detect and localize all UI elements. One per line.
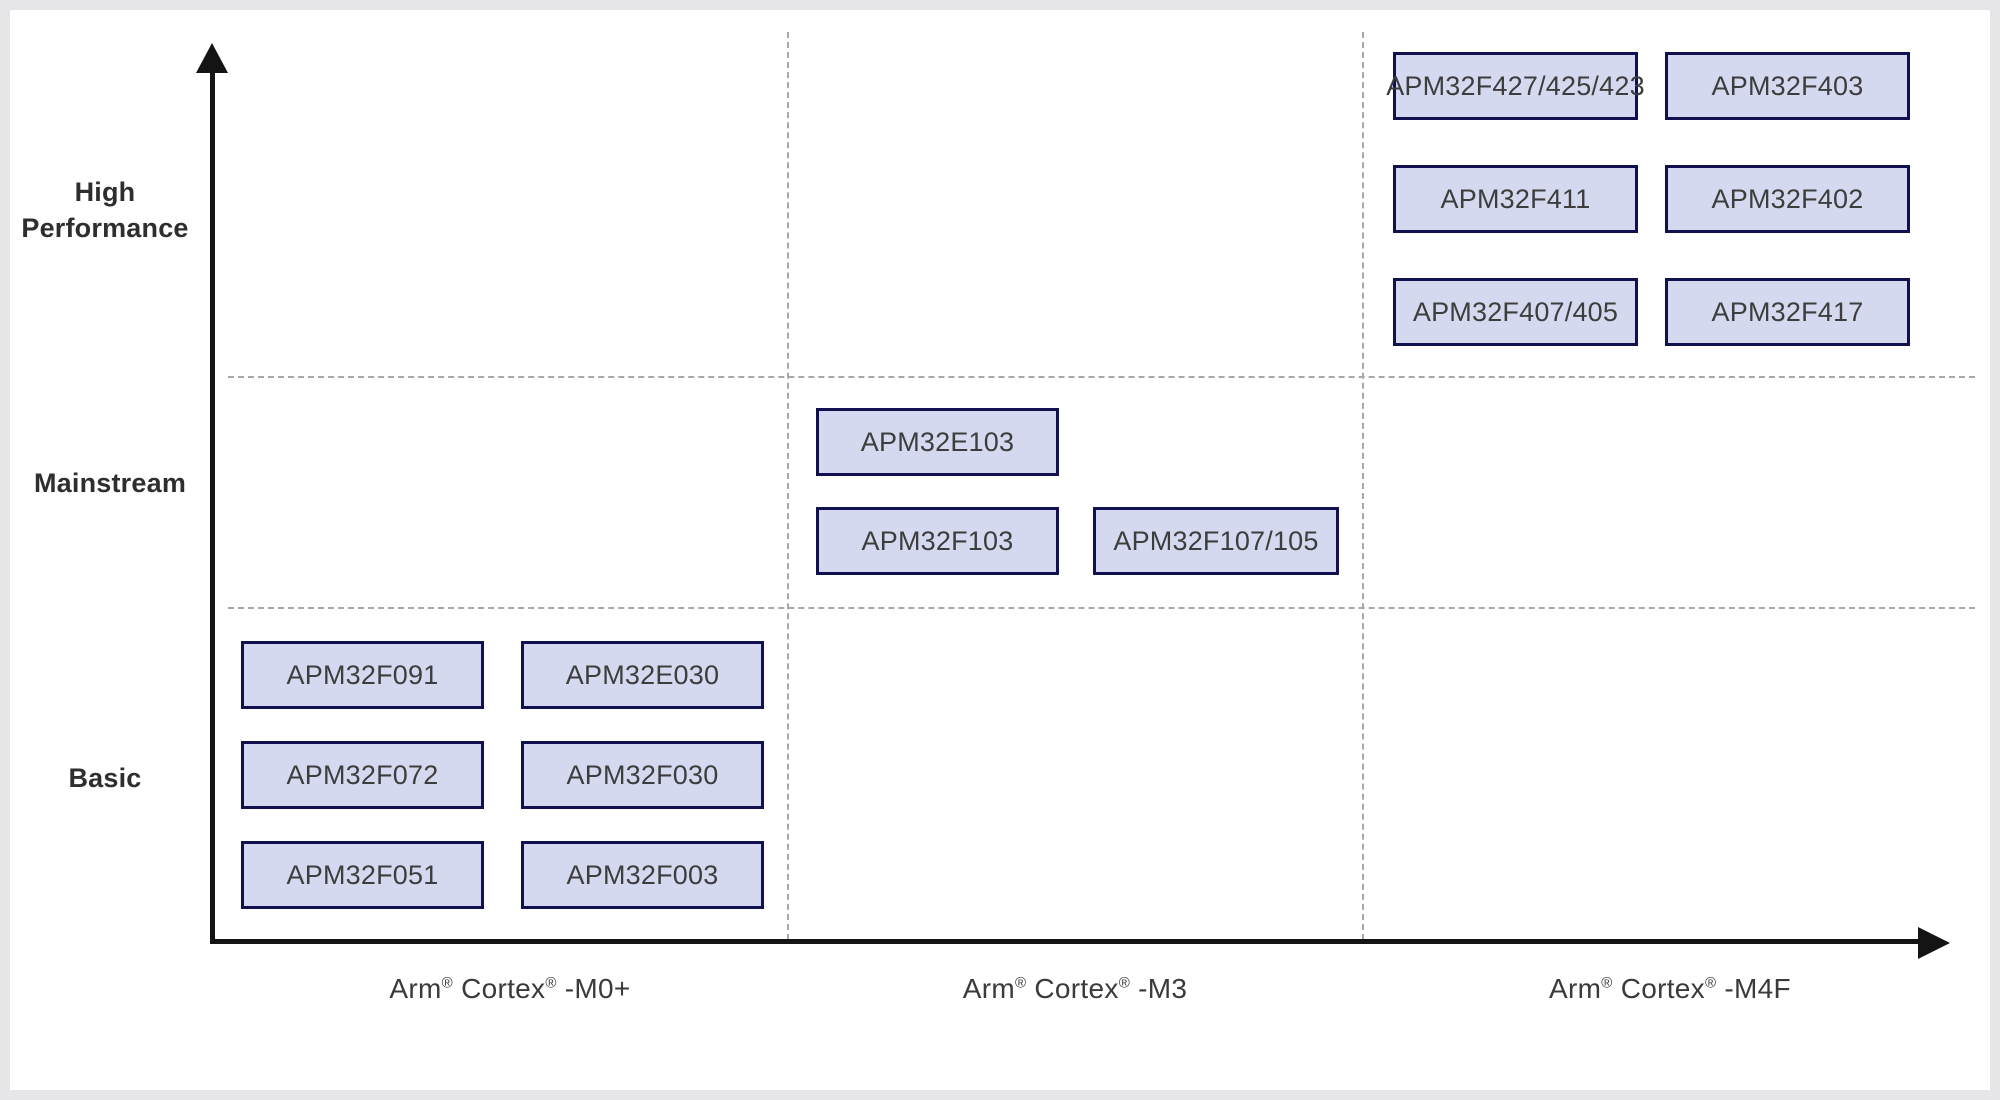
product-chip[interactable]: APM32F030	[521, 741, 764, 809]
gridline-vertical-cortex-m4f	[1362, 32, 1364, 940]
x-axis-label-m0plus-suffix: -M0+	[556, 973, 631, 1004]
y-axis-arrow-icon	[196, 43, 228, 73]
gridline-horizontal-high-performance	[228, 376, 1975, 378]
registered-mark-icon: ®	[1601, 974, 1613, 992]
product-chip[interactable]: APM32F403	[1665, 52, 1910, 120]
x-axis-label-cortex-m0plus: Arm® Cortex® -M0+	[240, 973, 780, 1005]
x-axis-label-m0plus-mid: Cortex	[453, 973, 546, 1004]
product-chip[interactable]: APM32F411	[1393, 165, 1638, 233]
registered-mark-icon: ®	[1014, 974, 1027, 992]
y-axis-label-mainstream: Mainstream	[33, 468, 187, 498]
y-axis-line	[210, 58, 215, 943]
product-chip[interactable]: APM32F103	[816, 507, 1059, 575]
x-axis-label-m4f-suffix: -M4F	[1716, 973, 1791, 1004]
gridline-horizontal-mainstream	[228, 607, 1975, 609]
x-axis-label-m3-prefix: Arm	[962, 973, 1015, 1004]
product-chip[interactable]: APM32F407/405	[1393, 278, 1638, 346]
product-chip[interactable]: APM32F091	[241, 641, 484, 709]
product-chip[interactable]: APM32E030	[521, 641, 764, 709]
product-chip[interactable]: APM32F107/105	[1093, 507, 1339, 575]
product-chip[interactable]: APM32F417	[1665, 278, 1910, 346]
x-axis-label-m3-mid: Cortex	[1026, 973, 1119, 1004]
x-axis-label-cortex-m3: Arm® Cortex® -M3	[790, 973, 1360, 1005]
y-axis-label-high-performance-line1: High	[74, 177, 136, 207]
gridline-vertical-cortex-m3	[787, 32, 789, 940]
x-axis-arrow-icon	[1918, 927, 1950, 959]
x-axis-label-cortex-m4f: Arm® Cortex® -M4F	[1365, 973, 1975, 1005]
registered-mark-icon: ®	[441, 974, 453, 992]
y-axis-label-high-performance-line2: Performance	[21, 213, 189, 243]
registered-mark-icon: ®	[1704, 974, 1717, 992]
product-chip[interactable]: APM32F427/425/423	[1386, 52, 1645, 120]
product-chip[interactable]: APM32F072	[241, 741, 484, 809]
product-chip[interactable]: APM32F051	[241, 841, 484, 909]
registered-mark-icon: ®	[545, 974, 557, 992]
x-axis-line	[210, 939, 1920, 944]
x-axis-label-m4f-mid: Cortex	[1612, 973, 1705, 1004]
product-chip[interactable]: APM32E103	[816, 408, 1059, 476]
y-axis-label-high-performance: High Performance	[10, 174, 200, 246]
product-chip[interactable]: APM32F402	[1665, 165, 1910, 233]
y-axis-label-basic: Basic	[68, 763, 142, 793]
x-axis-label-m0plus-prefix: Arm	[389, 973, 442, 1004]
registered-mark-icon: ®	[1118, 974, 1131, 992]
x-axis-label-m3-suffix: -M3	[1130, 973, 1188, 1004]
product-chip[interactable]: APM32F003	[521, 841, 764, 909]
x-axis-label-m4f-prefix: Arm	[1549, 973, 1602, 1004]
